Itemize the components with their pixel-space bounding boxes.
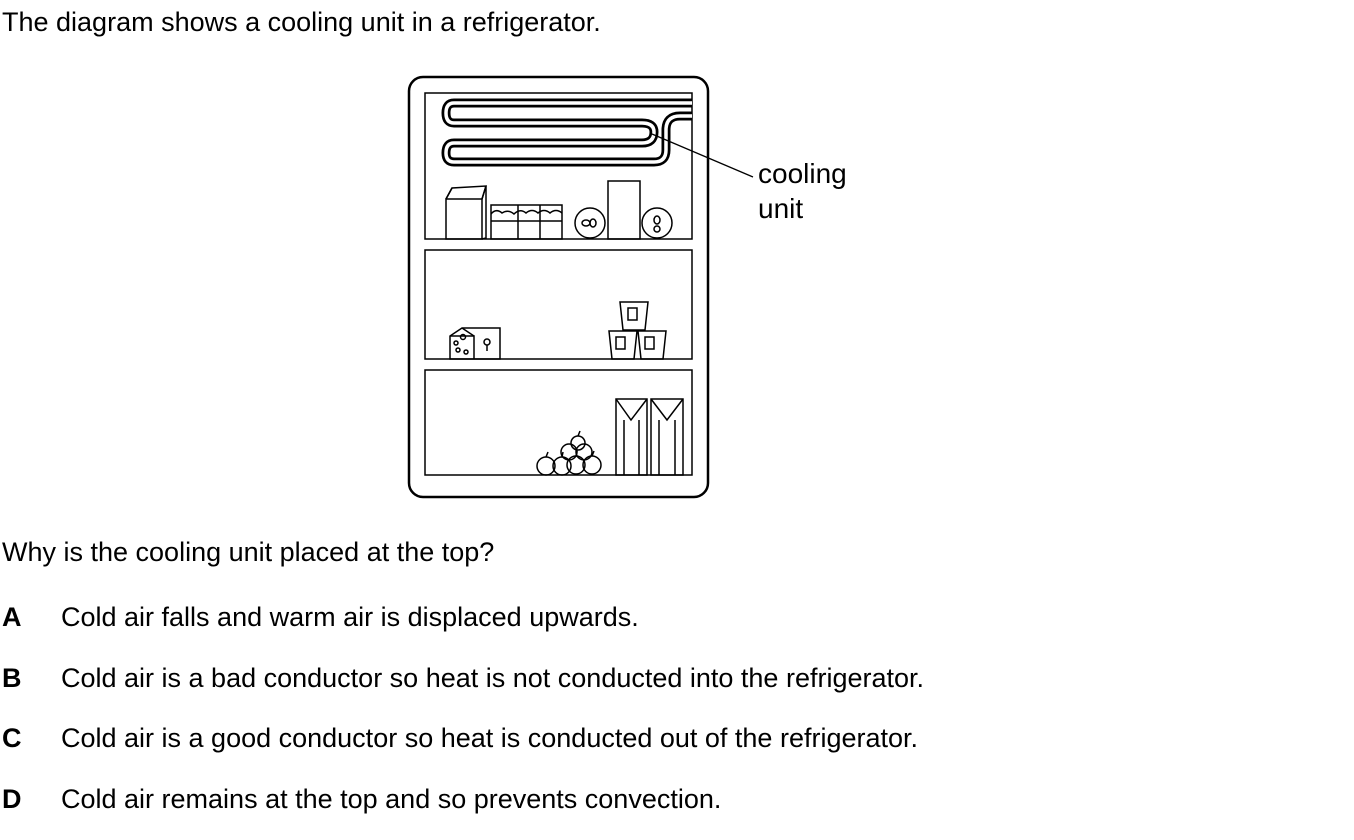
cheese-block: [449, 327, 501, 360]
option-letter: C: [2, 723, 22, 753]
fridge-outline: [407, 75, 710, 499]
intro-text: The diagram shows a cooling unit in a re…: [2, 7, 601, 37]
juice-cartons: [615, 398, 684, 476]
cooling-unit-label-line2: unit: [758, 193, 803, 224]
option-letter: A: [2, 602, 22, 632]
apples: [536, 430, 602, 476]
can-left: [574, 207, 606, 239]
option-text: Cold air is a bad conductor so heat is n…: [61, 662, 925, 693]
tall-box: [607, 180, 641, 240]
option-text: Cold air falls and warm air is displaced…: [61, 602, 639, 632]
option-text: Cold air is a good conductor so heat is …: [61, 723, 919, 753]
cooling-unit-label-line1: cooling: [758, 158, 847, 189]
option-text: Cold air remains at the top and so preve…: [61, 783, 722, 814]
can-right: [641, 207, 673, 239]
butter-tubs: [490, 204, 563, 240]
milk-carton: [445, 185, 488, 240]
cooling-unit-coil: [441, 98, 692, 167]
refrigerator-diagram: cooling unit: [407, 75, 847, 499]
question-text: Why is the cooling unit placed at the to…: [2, 537, 495, 567]
option-letter: B: [2, 662, 22, 693]
yogurt-pots: [608, 301, 667, 360]
option-letter: D: [2, 783, 22, 814]
bottom-compartment: [424, 369, 693, 476]
label-leader-line: [651, 133, 754, 178]
middle-compartment: [424, 249, 693, 360]
